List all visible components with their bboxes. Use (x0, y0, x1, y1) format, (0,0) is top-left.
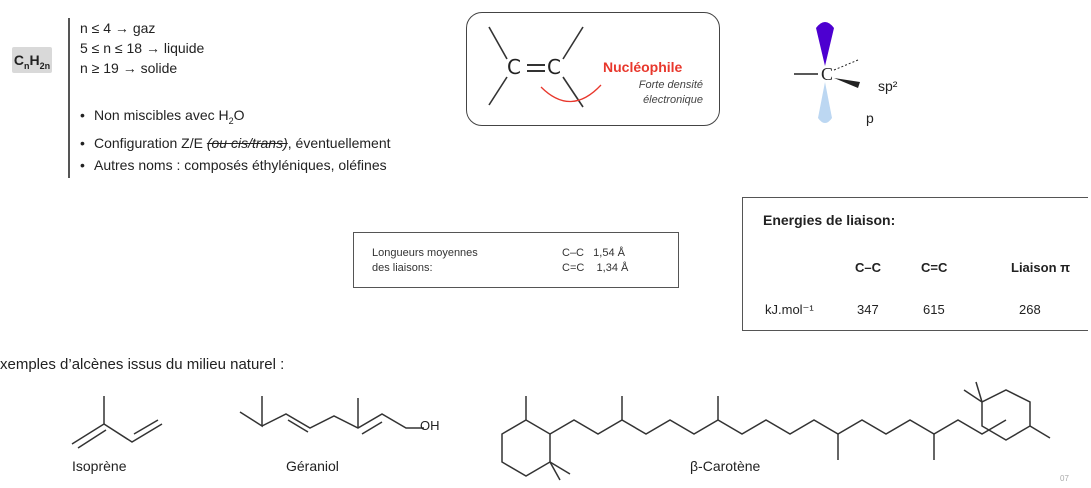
energy-value-cc: 347 (857, 302, 879, 317)
config-strike: (ou cis/trans) (206, 134, 288, 151)
orbital-carbon: C (821, 64, 834, 84)
bullet-miscibility: Non miscibles avec H2O (80, 104, 391, 132)
energy-header-pi: Liaison π (1011, 260, 1071, 275)
state-liquid: 5 ≤ n ≤ 18 → liquide (80, 40, 205, 56)
sp2-label: sp² (878, 78, 898, 94)
formula-h: H (29, 52, 40, 68)
config-text: Configuration Z/E (94, 134, 207, 151)
slide-number: 07 (1060, 474, 1069, 483)
state-solid: n ≥ 19 → solide (80, 60, 178, 76)
formula-sub-2n: 2n (39, 60, 51, 71)
energy-value-c-double-c: 615 (923, 302, 945, 317)
sp2-orbital-diagram (794, 22, 860, 123)
length-label-line2: des liaisons: (372, 262, 433, 274)
isoprene-structure (71, 396, 163, 449)
isoprene-label: Isoprène (72, 458, 127, 474)
formula-sub-n: n (23, 60, 30, 71)
physical-state-list: n ≤ 4 → gaz 5 ≤ n ≤ 18 → liquide n ≥ 19 … (80, 18, 204, 78)
length-values: C–C 1,54 Å C=C 1,34 Å (562, 246, 628, 276)
config-suffix: , éventuellement (287, 134, 391, 151)
miscibility-o: O (233, 107, 245, 123)
length-c-double-c: C=C 1,34 Å (562, 262, 629, 274)
energy-value-pi: 268 (1019, 302, 1041, 317)
energy-header-c-double-c: C=C (921, 260, 948, 275)
geraniol-label: Géraniol (286, 458, 339, 474)
state-gas: n ≤ 4 → gaz (80, 20, 156, 36)
miscibility-sub: 2 (228, 115, 234, 126)
beta-carotene-label: β-Carotène (690, 458, 761, 474)
bracket-divider (68, 18, 70, 178)
examples-heading: xemples d’alcènes issus du milieu nature… (0, 356, 285, 373)
right-carbon: C (547, 55, 561, 79)
p-orbital-label: p (866, 110, 874, 126)
formula-badge: CnH2n (12, 47, 52, 73)
left-carbon: C (507, 55, 521, 79)
double-bond-structure (488, 26, 602, 108)
bullet-configuration: Configuration Z/E (ou cis/trans), éventu… (80, 132, 391, 154)
energy-unit: kJ.mol⁻¹ (765, 302, 814, 317)
energy-title: Energies de liaison: (763, 212, 896, 228)
bond-energy-box: Energies de liaison: C–C C=C Liaison π k… (742, 197, 1088, 331)
geraniol-structure (239, 396, 424, 435)
density-line2: électronique (643, 94, 703, 106)
geraniol-oh: OH (420, 418, 440, 433)
nucleophile-label: Nucléophile (603, 59, 683, 75)
length-cc: C–C 1,54 Å (562, 247, 625, 259)
bullet-other-names: Autres noms : composés éthyléniques, olé… (80, 154, 391, 176)
miscibility-text: Non miscibles avec H (94, 107, 229, 123)
length-label-line1: Longueurs moyennes (372, 247, 478, 259)
density-line1: Forte densité (638, 79, 703, 91)
double-bond-panel: C C Nucléophile Forte densité électroniq… (466, 12, 720, 126)
beta-carotene-structure (501, 381, 1051, 481)
energy-header-cc: C–C (855, 260, 882, 275)
formula-c: C (13, 52, 24, 68)
length-label: Longueurs moyennes des liaisons: (372, 246, 478, 276)
bond-length-box: Longueurs moyennes des liaisons: C–C 1,5… (353, 232, 679, 288)
property-bullets: Non miscibles avec H2O Configuration Z/E… (80, 104, 391, 176)
